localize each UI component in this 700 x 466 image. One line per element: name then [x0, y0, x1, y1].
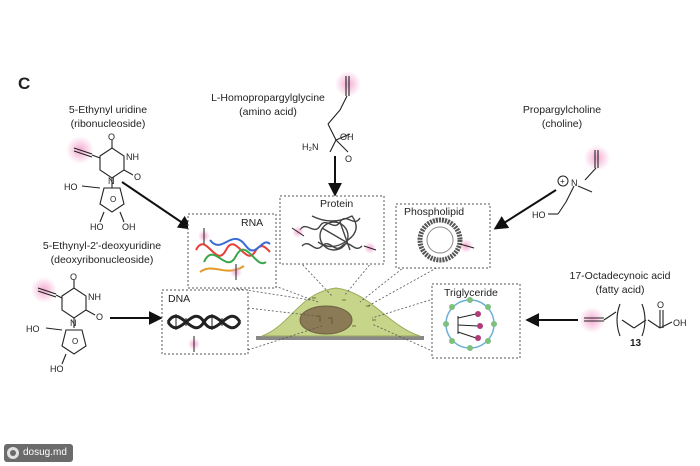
watermark-logo-icon — [7, 447, 19, 459]
octadecynoic-name: 17-Octadecynoic acid — [569, 270, 671, 282]
propargylcholine-name: Propargylcholine — [522, 104, 602, 116]
atom-n: N — [70, 318, 77, 328]
ethynyl-uridine-name: 5-Ethynyl uridine — [68, 104, 148, 116]
cell — [256, 287, 424, 340]
atom-o: O — [657, 300, 664, 310]
octadecynoic-class: (fatty acid) — [595, 284, 645, 296]
ethynyl-uridine-structure — [66, 136, 134, 223]
alkyne-highlight — [579, 307, 605, 333]
triglyceride-box — [431, 283, 521, 359]
atom-nh: NH — [88, 292, 101, 302]
atom-o: O — [345, 154, 352, 164]
panel-letter: C — [18, 74, 31, 93]
phospholipid-label: Phospholipid — [404, 206, 465, 218]
atom-h2n: H₂N — [302, 142, 319, 152]
nucleus — [299, 305, 353, 335]
atom-oh: OH — [122, 222, 136, 232]
atom-n: N — [571, 178, 578, 188]
substrate-line — [256, 336, 424, 340]
atom-n: N — [108, 176, 115, 186]
atom-o: O — [96, 312, 103, 322]
ethynyl-uridine-class: (ribonucleoside) — [70, 118, 146, 130]
charge-circle — [557, 175, 569, 187]
alkyne-highlight — [584, 145, 610, 171]
atom-ho: HO — [26, 324, 40, 334]
chain-count: 13 — [630, 338, 642, 349]
charge-plus: + — [560, 177, 565, 186]
hpg-name: L-Homopropargylglycine — [211, 92, 325, 104]
atom-ho: HO — [90, 222, 104, 232]
atom-o: O — [134, 172, 141, 182]
edu-class: (deoxyribonucleoside) — [50, 254, 154, 266]
atom-ho: HO — [532, 210, 546, 220]
atom-ho: HO — [64, 182, 78, 192]
atom-o: O — [110, 195, 116, 204]
atom-oh: OH — [340, 132, 354, 142]
atom-nh: NH — [126, 152, 139, 162]
arrow-uridine-to-rna — [121, 181, 193, 230]
atom-oh: OH — [673, 318, 687, 328]
watermark-text: dosug.md — [23, 447, 67, 458]
protein-label: Protein — [320, 198, 354, 210]
dna-label: DNA — [168, 293, 191, 305]
hpg-structure — [327, 71, 361, 153]
edu-structure — [31, 277, 96, 365]
triglyceride-label: Triglyceride — [444, 287, 498, 299]
hpg-class: (amino acid) — [239, 106, 297, 118]
alkyne-highlight — [335, 71, 361, 97]
propargylcholine-class: (choline) — [541, 118, 583, 130]
propargylcholine-structure — [548, 145, 610, 215]
atom-ho: HO — [50, 364, 64, 374]
phospholipid-box — [395, 203, 491, 269]
dna-box — [161, 289, 249, 355]
watermark: dosug.md — [4, 444, 73, 462]
arrow-choline-to-phospholipid — [493, 189, 557, 230]
rna-label: RNA — [241, 217, 264, 229]
edu-name: 5-Ethynyl-2'-deoxyuridine — [42, 240, 162, 252]
atom-o: O — [72, 337, 78, 346]
rna-box — [187, 213, 277, 289]
atom-o: O — [108, 132, 115, 142]
atom-o: O — [70, 272, 77, 282]
octadecynoic-structure — [579, 303, 673, 337]
protein-box — [279, 195, 385, 265]
